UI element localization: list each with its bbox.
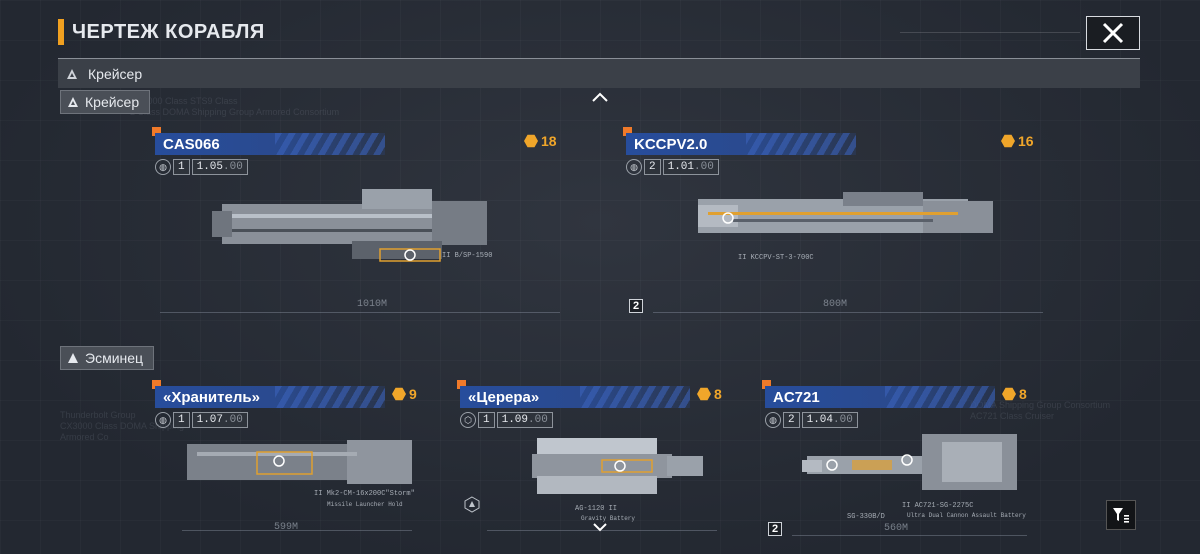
ship-stats: ◍ 2 1.01.00	[626, 158, 719, 176]
filter-button[interactable]	[1106, 500, 1136, 530]
ship-length: 800M	[823, 299, 848, 310]
cruiser-class-icon	[68, 97, 78, 107]
page-title-text: ЧЕРТЕЖ КОРАБЛЯ	[72, 20, 265, 43]
weapon-subcallout: Ultra Dual Cannon Assault Battery	[907, 512, 1026, 519]
ship-name-bar: CAS066	[155, 133, 385, 155]
globe-icon: ◍	[155, 412, 171, 428]
ship-name: KCCPV2.0	[634, 135, 708, 153]
close-icon	[1102, 22, 1124, 44]
tier-value: 2	[783, 412, 800, 428]
weapon-subcallout: Gravity Battery	[581, 515, 636, 522]
ship-name-bar: «Хранитель»	[155, 386, 385, 408]
tier-badge: 2	[768, 522, 782, 536]
ship-name-bar: AC721	[765, 386, 995, 408]
points-icon	[697, 387, 711, 401]
weapon-subcallout: Missile Launcher Hold	[327, 501, 403, 508]
ship-card-ac721[interactable]: AC721 ◍ 2 1.04.00 8 II AC721-SG-2275C Ul…	[762, 380, 1037, 540]
scale-line	[182, 530, 412, 531]
ship-blueprint-cas066	[212, 189, 487, 262]
weapon-callout: II KCCPV-ST-3-700C	[738, 254, 814, 262]
filter-icon	[1113, 508, 1129, 523]
ship-blueprint-kccpv2	[698, 192, 993, 233]
ship-card-keeper[interactable]: «Хранитель» ◍ 1 1.07.00 9 II Mk2-CM-16x2…	[152, 380, 422, 540]
ship-blueprint-ceres	[532, 438, 703, 494]
weapon-callout-secondary: SG-330B/D	[847, 513, 885, 521]
version-value: 1.04.00	[801, 412, 858, 428]
version-value: 1.07.00	[191, 412, 248, 428]
ship-points: 18	[524, 133, 557, 149]
header-divider	[900, 32, 1080, 33]
title-accent	[58, 19, 64, 45]
scale-line	[792, 535, 1027, 536]
selection-marker	[762, 380, 771, 389]
scale-line	[160, 312, 560, 313]
class-filter-bar[interactable]: Крейсер	[58, 58, 1140, 88]
ship-stats: ◍ 1 1.07.00	[155, 411, 248, 429]
ship-stats: ◍ 2 1.04.00	[765, 411, 858, 429]
points-icon	[524, 134, 538, 148]
weapon-callout: AG-1120 II	[575, 505, 618, 513]
ship-points: 16	[1001, 133, 1034, 149]
version-value: 1.09.00	[496, 412, 553, 428]
tier-value: 1	[478, 412, 495, 428]
selection-marker	[457, 380, 466, 389]
points-icon	[1001, 134, 1015, 148]
ship-name-bar: «Церера»	[460, 386, 690, 408]
selection-marker	[152, 380, 161, 389]
ship-stats: ◍ 1 1.05.00	[155, 158, 248, 176]
points-icon	[1002, 387, 1016, 401]
chevron-down-icon[interactable]	[592, 522, 608, 532]
version-value: 1.05.00	[191, 159, 248, 175]
page-title: ЧЕРТЕЖ КОРАБЛЯ	[58, 18, 265, 46]
ship-length: 599M	[274, 522, 299, 533]
ship-name: «Церера»	[468, 388, 540, 406]
selection-marker	[152, 127, 161, 136]
weapon-callout: II Mk2-CM-16x200C"Storm"	[314, 490, 415, 498]
scale-line	[487, 530, 717, 531]
ship-stats: ⬡ 1 1.09.00	[460, 411, 553, 429]
ship-name-bar: KCCPV2.0	[626, 133, 856, 155]
version-value: 1.01.00	[662, 159, 719, 175]
ship-name: «Хранитель»	[163, 388, 260, 406]
ship-points: 8	[697, 386, 722, 402]
ship-name: AC721	[773, 388, 820, 406]
destroyer-class-icon	[68, 353, 78, 363]
globe-icon: ◍	[626, 159, 642, 175]
section-label: Крейсер	[85, 94, 140, 110]
section-label: Эсминец	[85, 350, 144, 366]
tier-value: 1	[173, 159, 190, 175]
tier-value: 2	[644, 159, 661, 175]
ship-name: CAS066	[163, 135, 220, 153]
section-tag-cruiser: Крейсер	[60, 90, 151, 114]
ship-points: 9	[392, 386, 417, 402]
globe-icon: ◍	[765, 412, 781, 428]
ship-blueprint-keeper	[187, 440, 412, 484]
ship-length: 560M	[884, 523, 909, 534]
hexagon-icon	[464, 496, 480, 513]
cruiser-class-icon	[67, 68, 77, 79]
scale-line	[653, 312, 1043, 313]
selection-marker	[623, 127, 632, 136]
globe-icon: ◍	[155, 159, 171, 175]
weapon-callout: II AC721-SG-2275C	[902, 502, 974, 510]
class-bar-label: Крейсер	[88, 65, 143, 82]
ship-length: 1010M	[357, 299, 388, 310]
ship-points: 8	[1002, 386, 1027, 402]
ship-card-cas066[interactable]: CAS066 ◍ 1 1.05.00 18 II B/SP-1590 1010M	[152, 127, 572, 327]
tier-value: 1	[173, 412, 190, 428]
chevron-up-icon[interactable]	[591, 91, 609, 103]
points-icon	[392, 387, 406, 401]
ship-card-ceres[interactable]: «Церера» ⬡ 1 1.09.00 8 AG-1120 II Gravit…	[457, 380, 727, 540]
close-button[interactable]	[1086, 16, 1140, 50]
cube-icon: ⬡	[460, 412, 476, 428]
section-tag-destroyer: Эсминец	[60, 346, 155, 370]
tier-badge: 2	[629, 299, 643, 313]
weapon-callout: II B/SP-1590	[442, 252, 493, 260]
ship-card-kccpv2[interactable]: KCCPV2.0 ◍ 2 1.01.00 16 II KCCPV-ST-3-70…	[623, 127, 1043, 327]
ship-blueprint-ac721	[802, 434, 1017, 490]
